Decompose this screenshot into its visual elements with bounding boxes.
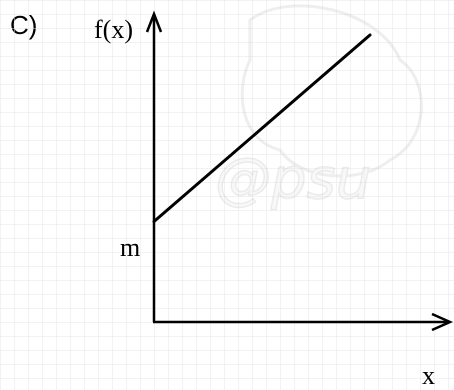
axes bbox=[145, 10, 454, 332]
x-axis-arrowhead bbox=[431, 312, 454, 332]
watermark-logo: @psu bbox=[214, 4, 423, 213]
data-line-series bbox=[152, 33, 372, 224]
intercept-label: m bbox=[120, 233, 140, 262]
y-axis-label: f(x) bbox=[94, 15, 133, 44]
x-axis-label: x bbox=[422, 361, 435, 390]
y-axis-arrowhead bbox=[145, 10, 163, 33]
watermark-text: @psu bbox=[215, 147, 371, 212]
